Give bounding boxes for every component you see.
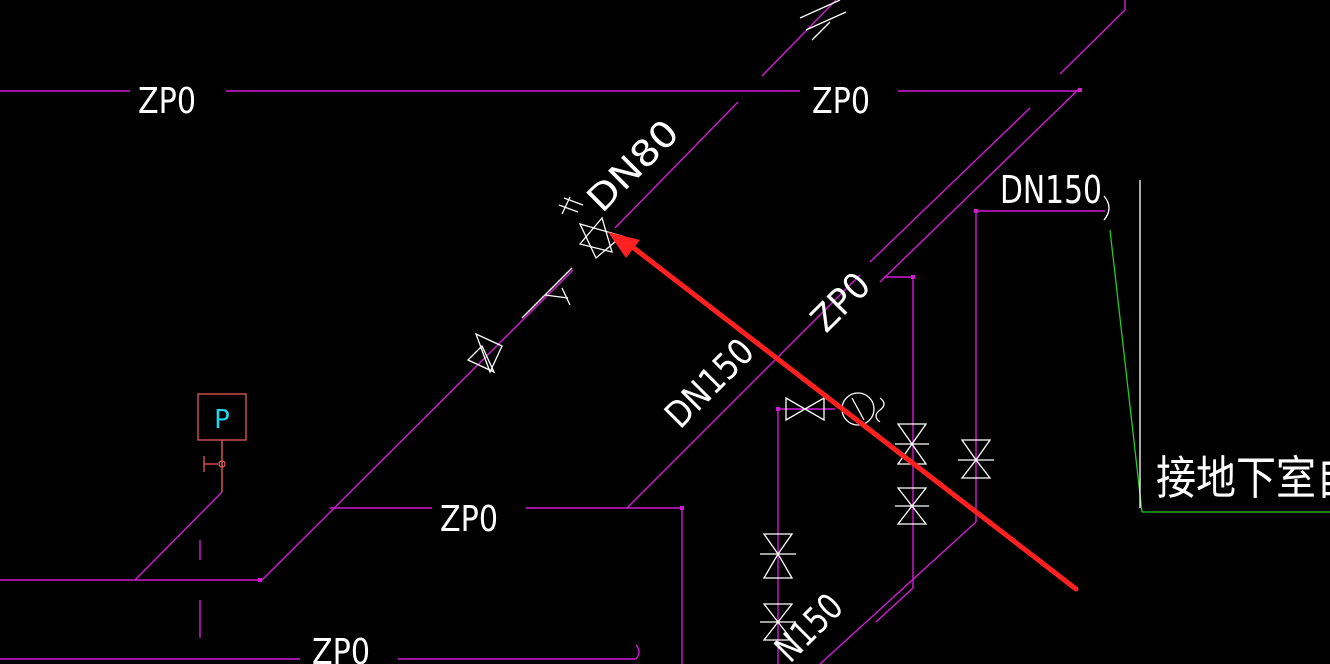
annotation-arrow [608,232,1079,592]
arrow-head-icon [608,232,640,258]
dn150-leader-hook [1103,195,1110,221]
pipe-bottom-diag [819,521,977,664]
gauge-label: P [214,405,230,435]
label-dn80: DN80 [579,112,687,220]
note-chinese-text: 接地下室自 [1156,451,1330,505]
pressure-gauge-icon [197,393,247,441]
label-zp0-top-left: ZP0 [138,81,196,122]
pipe-diag-dn150-a [879,87,1081,283]
gauge-valve-icon [203,456,226,472]
label-dn150-top: DN150 [1000,168,1102,212]
pipe-break-icon [799,0,847,41]
riser1-valve-top-icon [895,423,929,465]
pipe-diag-dn80-lower [259,269,574,583]
strainer-icon [521,267,573,319]
pipe-nodes [258,88,1082,582]
label-zp0-diagonal: ZP0 [803,265,879,341]
gate-valve-diag-icon [466,332,503,374]
pump-icon [841,392,885,426]
riser2-valve-icon [958,439,994,479]
pipe-gauge-branch [134,491,223,581]
pipe-diag-dn80-upper [614,101,739,229]
pipe-bottom-diag-join [875,587,914,623]
pipe-bottom-end-hook [635,644,640,660]
riser1-valve-bottom-icon [895,487,929,525]
valves [203,0,994,641]
horizontal-valve-icon [785,396,825,422]
pipe-diag-right-top [1059,9,1126,75]
label-zp0-top-mid: ZP0 [812,81,870,122]
dn80-valve-icon [558,196,624,260]
label-zp0-bottom: ZP0 [312,632,370,664]
pipe-diag-dn150-b [869,107,1031,263]
label-zp0-mid: ZP0 [440,499,498,540]
pipe-diag-dn150-lower [626,274,861,509]
green-leader [1109,229,1330,513]
left-riser-valve-bottom-icon [760,603,796,641]
left-riser-valve-top-icon [760,533,796,579]
pipes [0,0,1126,664]
pipe-diag-top [761,0,837,77]
label-dn150-diagonal: DN150 [657,331,762,436]
